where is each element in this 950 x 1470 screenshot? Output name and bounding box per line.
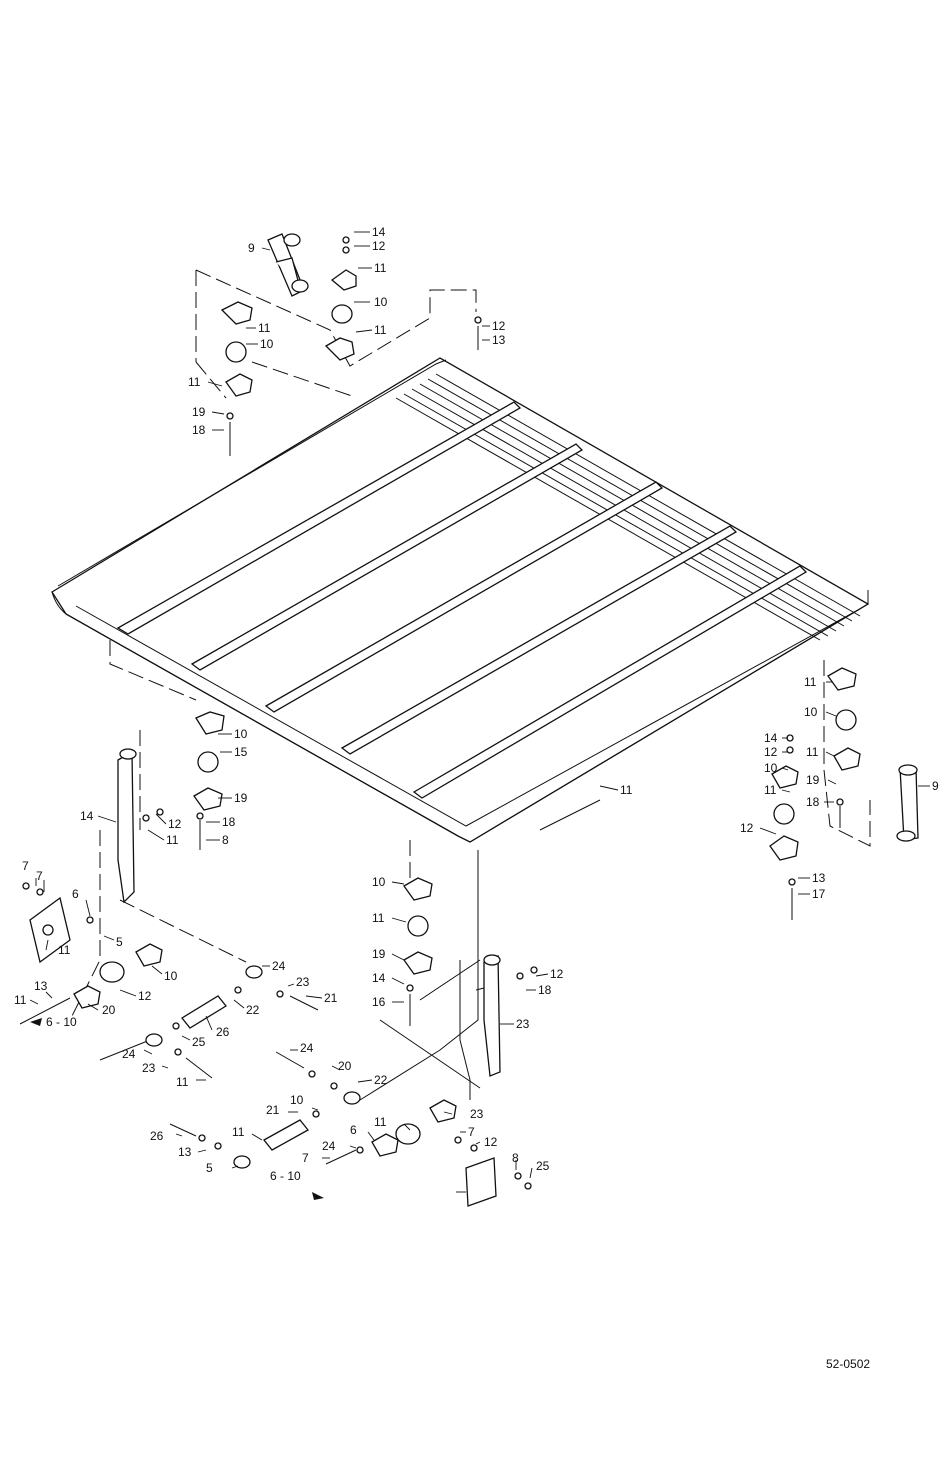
callout: 23 — [470, 1107, 484, 1121]
callout: 12 — [372, 239, 386, 253]
drawing-code: 52-0502 — [826, 1357, 870, 1371]
callout: 25 — [192, 1035, 206, 1049]
callout: 12 — [138, 989, 152, 1003]
callout: 20 — [102, 1003, 116, 1017]
callout: 10 — [234, 727, 248, 741]
callout: 15 — [234, 745, 248, 759]
callout: 16 — [372, 995, 386, 1009]
callout: 14 — [80, 809, 94, 823]
callout: 13 — [34, 979, 48, 993]
callout: 11 — [166, 833, 179, 847]
callout: 8 — [512, 1151, 519, 1165]
callout: 10 — [290, 1093, 304, 1107]
callout: 6 — [350, 1123, 357, 1137]
callout: 7 — [36, 869, 43, 883]
callout: 23 — [142, 1061, 156, 1075]
callout: 10 — [804, 705, 818, 719]
callout: 13 — [178, 1145, 192, 1159]
callout: 24 — [322, 1139, 336, 1153]
hardware-top-left — [222, 302, 252, 456]
ref-label: 6 - 10 — [46, 1015, 77, 1029]
callout: 19 — [192, 405, 206, 419]
callout: 11 — [232, 1125, 245, 1139]
callout: 11 — [58, 943, 71, 957]
callout: 14 — [764, 731, 778, 745]
callout: 7 — [302, 1151, 309, 1165]
callout: 6 — [72, 887, 79, 901]
callout: 11 — [374, 261, 387, 275]
callout: 13 — [492, 333, 506, 347]
callout: 10 — [372, 875, 386, 889]
callout: 22 — [246, 1003, 260, 1017]
callout: 25 — [536, 1159, 550, 1173]
callout: 7 — [22, 859, 29, 873]
callout: 20 — [338, 1059, 352, 1073]
hanger-9-top — [268, 234, 308, 296]
callout: 12 — [168, 817, 182, 831]
arm-15 — [118, 712, 224, 902]
callout: 11 — [374, 323, 387, 337]
callout: 21 — [324, 991, 338, 1005]
callout: 14 — [372, 971, 386, 985]
callout: 11 — [374, 1115, 387, 1129]
callout: 19 — [234, 791, 248, 805]
callout: 19 — [806, 773, 820, 787]
callout: 12 — [764, 745, 778, 759]
callout: 18 — [222, 815, 236, 829]
callout: 19 — [372, 947, 386, 961]
callout: 11 — [176, 1075, 189, 1089]
callout: 12 — [484, 1135, 498, 1149]
hardware-top-center — [326, 237, 481, 360]
callout: 5 — [116, 935, 123, 949]
hardware-center — [404, 878, 537, 1026]
callout: 11 — [372, 911, 385, 925]
callout: 14 — [372, 225, 386, 239]
callout: 17 — [812, 887, 826, 901]
callout: 12 — [550, 967, 564, 981]
callout: 7 — [468, 1125, 475, 1139]
callout: 11 — [764, 783, 777, 797]
callout: 12 — [740, 821, 754, 835]
bracket-5-bottom — [326, 1100, 531, 1206]
callout: 10 — [764, 761, 778, 775]
callout: 18 — [538, 983, 552, 997]
callout: 23 — [516, 1017, 530, 1031]
callout: 24 — [300, 1041, 314, 1055]
callout: 11 — [620, 783, 633, 797]
arm-16 — [476, 955, 500, 1076]
callout: 11 — [806, 745, 819, 759]
callout: 26 — [150, 1129, 164, 1143]
callout: 10 — [374, 295, 388, 309]
callout: 18 — [806, 795, 820, 809]
callout: 10 — [260, 337, 274, 351]
callout: 11 — [258, 321, 271, 335]
callout: 18 — [192, 423, 206, 437]
callout: 23 — [296, 975, 310, 989]
callout: 9 — [932, 779, 939, 793]
callout: 11 — [14, 993, 27, 1007]
hardware-right — [770, 668, 918, 920]
ref-label: 6 - 10 — [270, 1169, 301, 1183]
callout: 13 — [812, 871, 826, 885]
callout: 8 — [222, 833, 229, 847]
callout: 10 — [164, 969, 178, 983]
sieve-panel — [52, 358, 868, 842]
callout: 21 — [266, 1103, 280, 1117]
callout: 26 — [216, 1025, 230, 1039]
callout: 22 — [374, 1073, 388, 1087]
callout: 5 — [206, 1161, 213, 1175]
callout: 11 — [188, 375, 201, 389]
callout: 11 — [804, 675, 817, 689]
callout: 24 — [122, 1047, 136, 1061]
callout: 24 — [272, 959, 286, 973]
callout: 9 — [248, 241, 255, 255]
callout: 12 — [492, 319, 506, 333]
